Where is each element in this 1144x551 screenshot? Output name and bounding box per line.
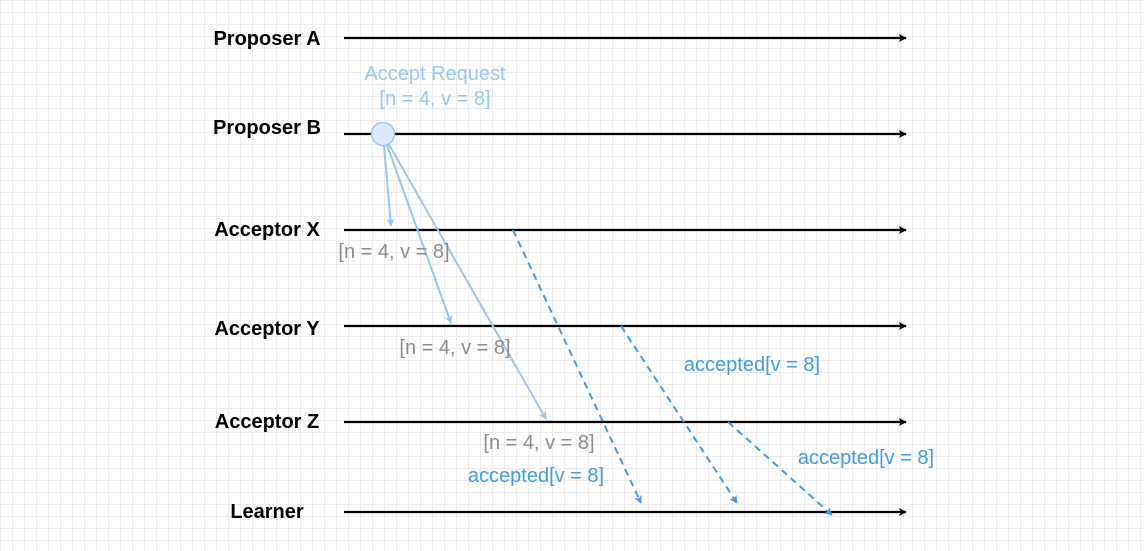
send-node-circle (370, 121, 396, 147)
accepted-arrow-x (512, 229, 642, 504)
lane-label-proposer-b: Proposer B (213, 117, 321, 139)
accept-request-title: Accept Request (364, 63, 506, 85)
accept-request-arrow-x (382, 133, 395, 227)
lane-label-learner: Learner (230, 501, 304, 523)
accepted-label-x: accepted[v = 8] (468, 465, 604, 487)
lane-label-acceptor-x: Acceptor X (214, 219, 320, 241)
accepted-arrow-y (620, 325, 738, 504)
acceptor-y-value: [n = 4, v = 8] (399, 337, 510, 359)
accept-request-arrow-y (382, 133, 453, 324)
lane-label-acceptor-z: Acceptor Z (215, 411, 319, 433)
lane-label-proposer-a: Proposer A (213, 28, 320, 50)
lane-label-acceptor-y: Acceptor Y (214, 318, 320, 340)
accepted-label-z: accepted[v = 8] (798, 447, 934, 469)
accept-request-value: [n = 4, v = 8] (379, 88, 490, 110)
acceptor-x-value: [n = 4, v = 8] (338, 241, 449, 263)
accepted-label-y: accepted[v = 8] (684, 354, 820, 376)
accept-request-arrow-z (382, 133, 547, 420)
acceptor-z-value: [n = 4, v = 8] (483, 432, 594, 454)
